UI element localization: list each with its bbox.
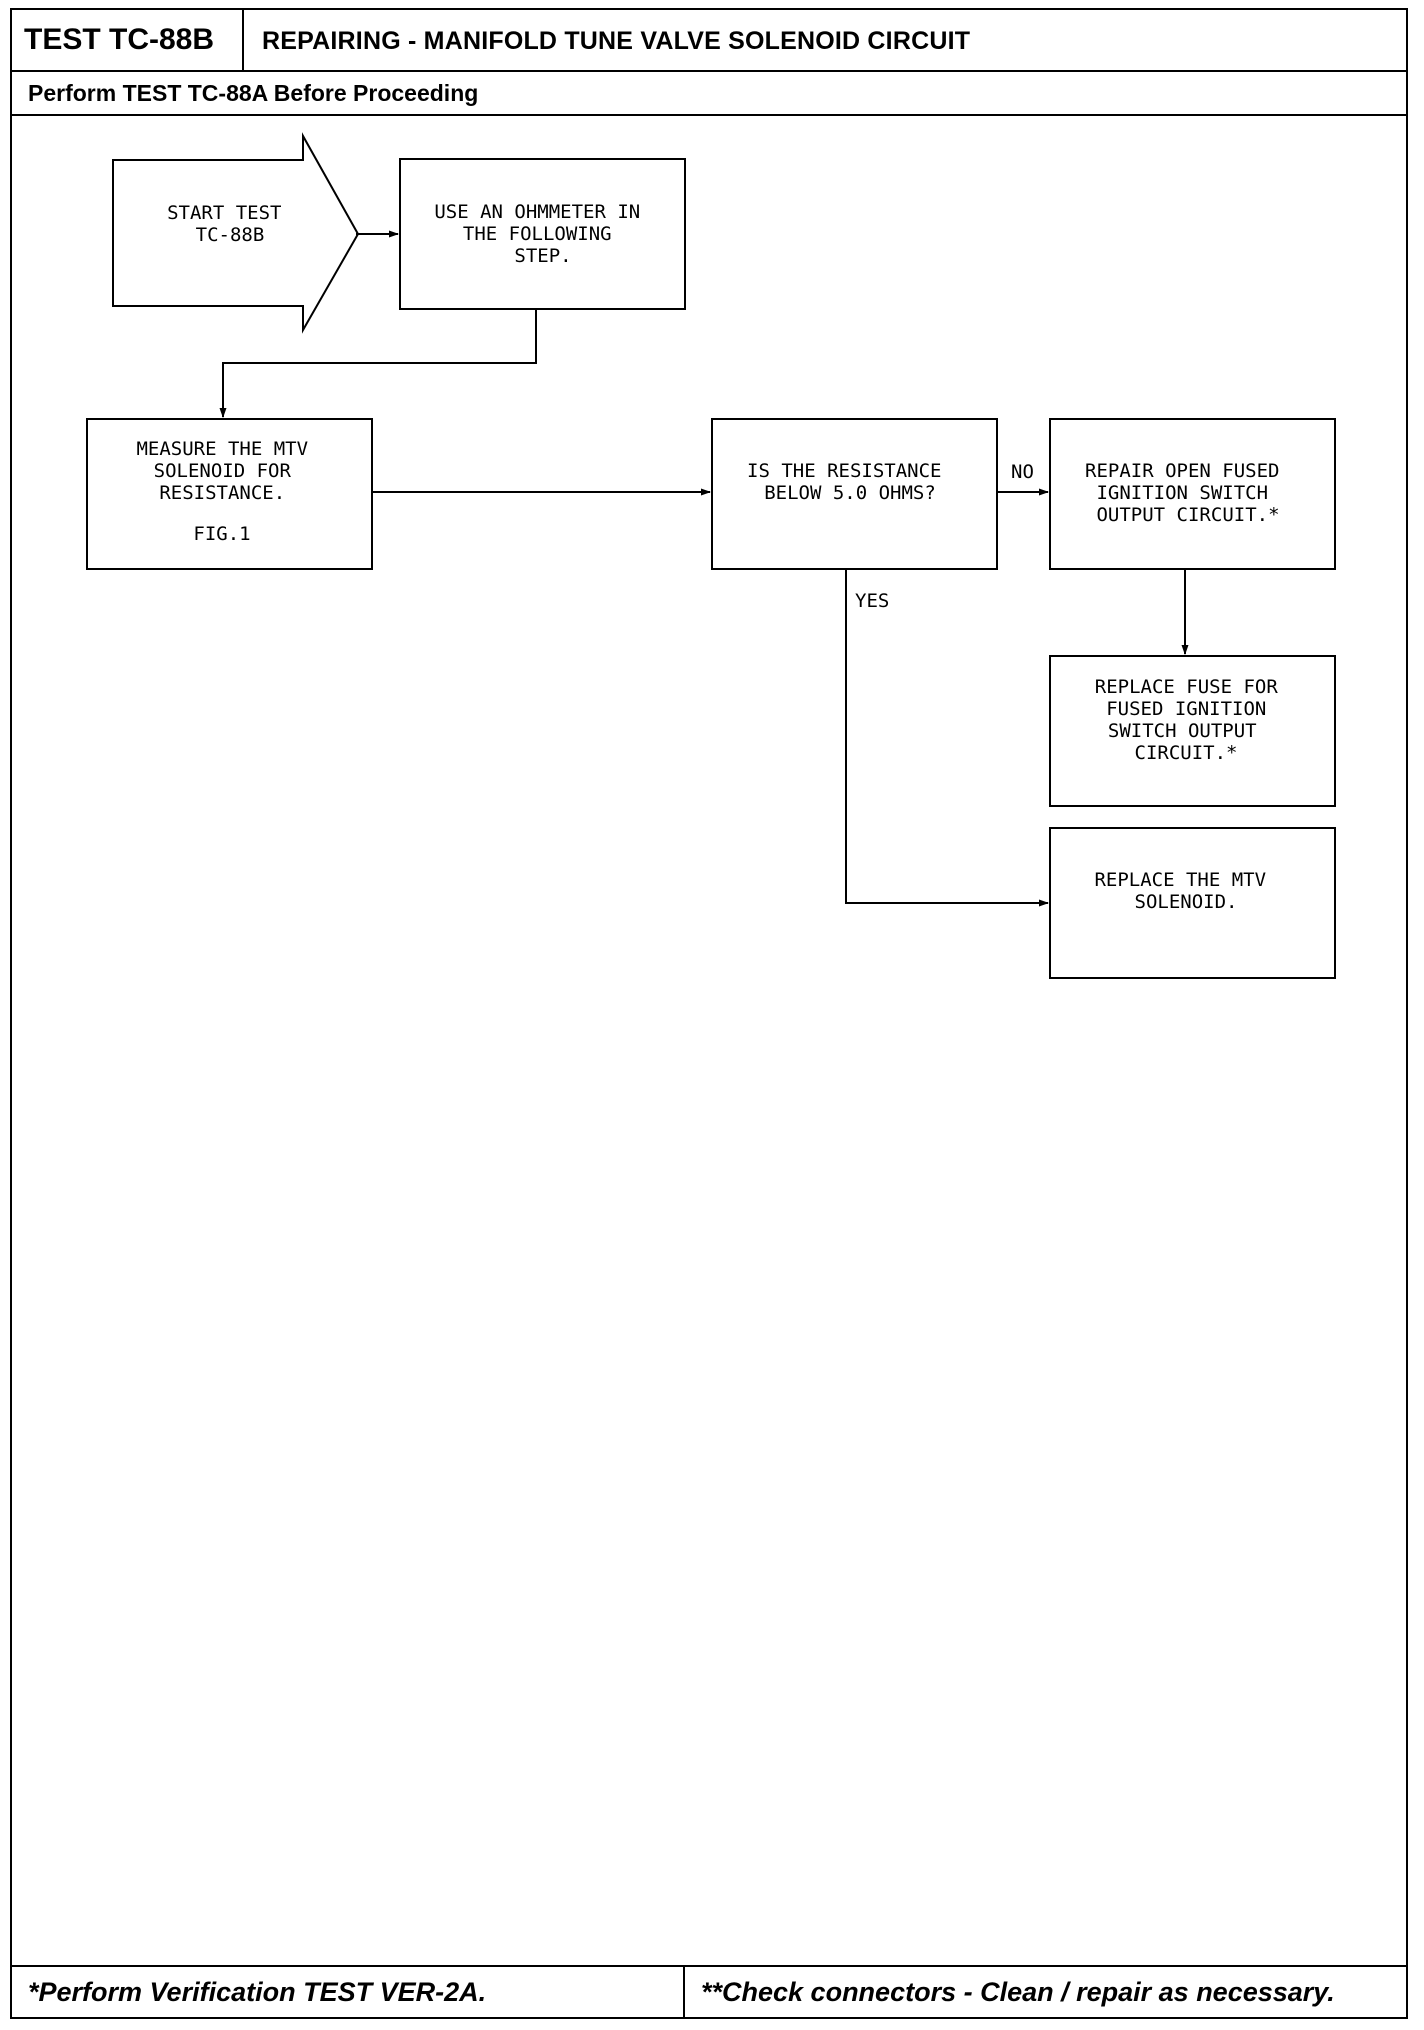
start-line-1: START TEST	[167, 202, 281, 224]
replace-fuse-box: REPLACE FUSE FOR FUSED IGNITION SWITCH O…	[1049, 655, 1336, 807]
connector-footnote: **Check connectors - Clean / repair as n…	[701, 1977, 1335, 2007]
replace-fuse-line-3: SWITCH OUTPUT	[1108, 720, 1257, 742]
footer-row: *Perform Verification TEST VER-2A. **Che…	[12, 1965, 1406, 2017]
figure-reference: FIG.1	[193, 523, 250, 545]
verification-footnote: *Perform Verification TEST VER-2A.	[12, 1967, 685, 2017]
replace-fuse-line-2: FUSED IGNITION	[1106, 698, 1266, 720]
measure-text: MEASURE THE MTV SOLENOID FOR RESISTANCE.…	[136, 438, 319, 545]
resistance-decision-box: IS THE RESISTANCE BELOW 5.0 OHMS?	[711, 418, 998, 570]
use-ohmmeter-text: USE AN OHMMETER IN THE FOLLOWING STEP.	[434, 201, 651, 267]
decision-text: IS THE RESISTANCE BELOW 5.0 OHMS?	[747, 460, 953, 504]
repair-open-line-1: REPAIR OPEN FUSED	[1085, 460, 1279, 482]
connector-lines	[219, 230, 1189, 907]
use-ohmmeter-line-1: USE AN OHMMETER IN	[434, 201, 640, 223]
replace-solenoid-box: REPLACE THE MTV SOLENOID.	[1049, 827, 1336, 979]
start-block-arrow: START TEST TC-88B	[112, 132, 360, 334]
connector-decision-yes	[845, 569, 1049, 907]
repair-open-text: REPAIR OPEN FUSED IGNITION SWITCH OUTPUT…	[1085, 460, 1291, 526]
connector-ohmmeter-to-measure	[219, 309, 537, 418]
repair-open-circuit-box: REPAIR OPEN FUSED IGNITION SWITCH OUTPUT…	[1049, 418, 1336, 570]
test-title: REPAIRING - MANIFOLD TUNE VALVE SOLENOID…	[262, 27, 971, 55]
measure-resistance-box: MEASURE THE MTV SOLENOID FOR RESISTANCE.…	[86, 418, 373, 570]
use-ohmmeter-line-3: STEP.	[514, 245, 571, 267]
test-id-label: TEST TC-88B	[12, 10, 244, 70]
branch-no-label: NO	[1011, 461, 1034, 483]
replace-fuse-line-1: REPLACE FUSE FOR	[1095, 676, 1279, 698]
branch-yes-label: YES	[855, 590, 889, 612]
measure-line-1: MEASURE THE MTV	[136, 438, 308, 460]
repair-open-line-3: OUTPUT CIRCUIT.*	[1096, 504, 1279, 526]
test-procedure-sheet: TEST TC-88B REPAIRING - MANIFOLD TUNE VA…	[10, 8, 1408, 2019]
header-row: TEST TC-88B REPAIRING - MANIFOLD TUNE VA…	[12, 10, 1406, 72]
replace-fuse-line-4: CIRCUIT.*	[1135, 742, 1238, 764]
use-ohmmeter-line-2: THE FOLLOWING	[463, 223, 612, 245]
decision-line-2: BELOW 5.0 OHMS?	[764, 482, 936, 504]
replace-solenoid-line-1: REPLACE THE MTV	[1094, 869, 1266, 891]
use-ohmmeter-box: USE AN OHMMETER IN THE FOLLOWING STEP.	[399, 158, 686, 310]
decision-line-1: IS THE RESISTANCE	[747, 460, 941, 482]
replace-solenoid-text: REPLACE THE MTV SOLENOID.	[1094, 869, 1277, 913]
start-line-2: TC-88B	[196, 224, 265, 246]
prerequisite-note: Perform TEST TC-88A Before Proceeding	[12, 72, 1406, 116]
measure-line-2: SOLENOID FOR	[154, 460, 292, 482]
replace-fuse-text: REPLACE FUSE FOR FUSED IGNITION SWITCH O…	[1095, 676, 1289, 764]
repair-open-line-2: IGNITION SWITCH	[1096, 482, 1268, 504]
start-text: START TEST TC-88B	[167, 202, 293, 246]
measure-line-3: RESISTANCE.	[159, 482, 285, 504]
replace-solenoid-line-2: SOLENOID.	[1135, 891, 1238, 913]
